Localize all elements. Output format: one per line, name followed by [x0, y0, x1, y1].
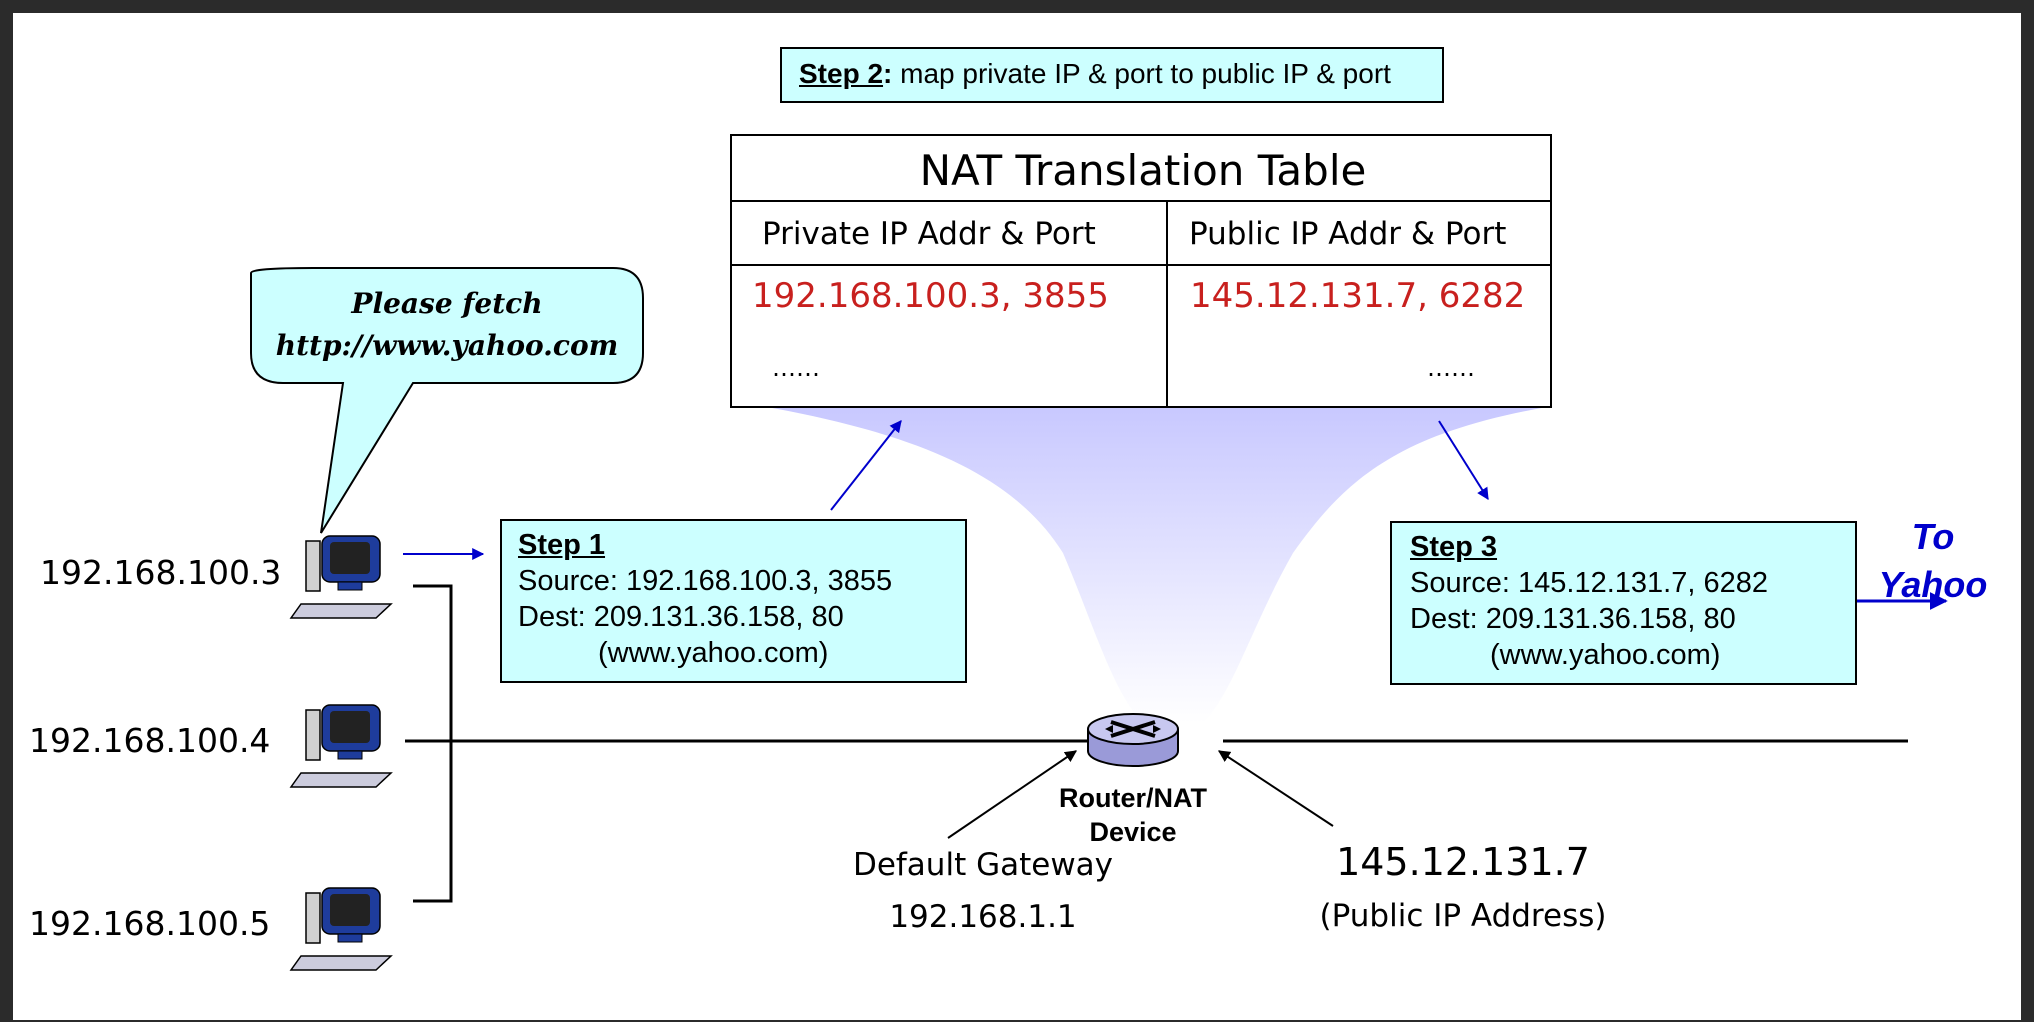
- router-label: Router/NAT Device: [1053, 781, 1213, 849]
- host-ip-1: 192.168.100.3: [40, 553, 282, 592]
- step3-dest: Dest: 209.131.36.158, 80: [1410, 603, 1736, 635]
- col-header-private: Private IP Addr & Port: [762, 216, 1096, 252]
- arrow-gateway-to-router: [947, 750, 1077, 839]
- step2-text: map private IP & port to public IP & por…: [900, 58, 1391, 89]
- router-line1: Router/NAT: [1059, 783, 1207, 813]
- step1-box: Step 1 Source: 192.168.100.3, 3855 Dest:…: [500, 519, 967, 683]
- nat-public-entry: 145.12.131.7, 6282: [1190, 276, 1526, 316]
- funnel-shape: [761, 406, 1553, 723]
- to-yahoo-label: To Yahoo: [1863, 513, 2003, 609]
- nat-public-ellipsis: ……: [1427, 354, 1475, 382]
- public-ip-line2: (Public IP Address): [1319, 898, 1607, 934]
- computer-icon-host4: [289, 704, 393, 788]
- step3-label: Step 3: [1410, 531, 1498, 563]
- arrow-publicip-to-router: [1217, 750, 1334, 827]
- speech-line2: http://www.yahoo.com: [275, 329, 619, 362]
- to-yahoo-line1: To: [1911, 516, 1955, 557]
- step3-host: (www.yahoo.com): [1490, 639, 1721, 671]
- nat-table: NAT Translation Table Private IP Addr & …: [730, 134, 1552, 408]
- step1-dest: Dest: 209.131.36.158, 80: [518, 601, 844, 633]
- speech-line1: Please fetch: [351, 287, 543, 320]
- col-header-public: Public IP Addr & Port: [1189, 216, 1507, 252]
- nat-table-title: NAT Translation Table: [919, 146, 1367, 195]
- host-ip-3: 192.168.100.5: [29, 904, 271, 943]
- nat-private-entry: 192.168.100.3, 3855: [752, 276, 1109, 316]
- speech-bubble-text: Please fetch http://www.yahoo.com: [251, 283, 643, 367]
- step1-label: Step 1: [518, 529, 606, 561]
- router-icon: [1087, 713, 1179, 767]
- lan-bus: [413, 584, 453, 903]
- step1-host: (www.yahoo.com): [598, 637, 829, 669]
- public-ip-label: 145.12.131.7 (Public IP Address): [1263, 835, 1663, 943]
- computer-icon-host3: [289, 535, 393, 619]
- router-line2: Device: [1089, 817, 1177, 847]
- step2-colon: :: [883, 58, 893, 89]
- host-ip-2: 192.168.100.4: [29, 721, 271, 760]
- arrow-table-to-step3: [1438, 420, 1489, 501]
- computer-icon-host5: [289, 887, 393, 971]
- to-yahoo-line2: Yahoo: [1878, 564, 1988, 605]
- speech-bubble-shape: [250, 267, 644, 534]
- gateway-line1: Default Gateway: [852, 847, 1114, 883]
- step2-label: Step 2: [799, 58, 884, 89]
- step1-source: Source: 192.168.100.3, 3855: [518, 565, 893, 597]
- default-gateway-label: Default Gateway 192.168.1.1: [823, 839, 1143, 943]
- gateway-line2: 192.168.1.1: [889, 899, 1077, 935]
- step2-box: Step 2: map private IP & port to public …: [780, 47, 1444, 103]
- nat-private-ellipsis: ……: [772, 354, 820, 382]
- public-ip-line1: 145.12.131.7: [1336, 840, 1590, 884]
- step3-box: Step 3 Source: 145.12.131.7, 6282 Dest: …: [1390, 521, 1857, 685]
- nat-diagram: Step 2: map private IP & port to public …: [13, 13, 2021, 1020]
- diagram-graphics: [250, 267, 1948, 971]
- arrow-step1-to-table: [830, 420, 902, 511]
- step3-source: Source: 145.12.131.7, 6282: [1410, 567, 1768, 599]
